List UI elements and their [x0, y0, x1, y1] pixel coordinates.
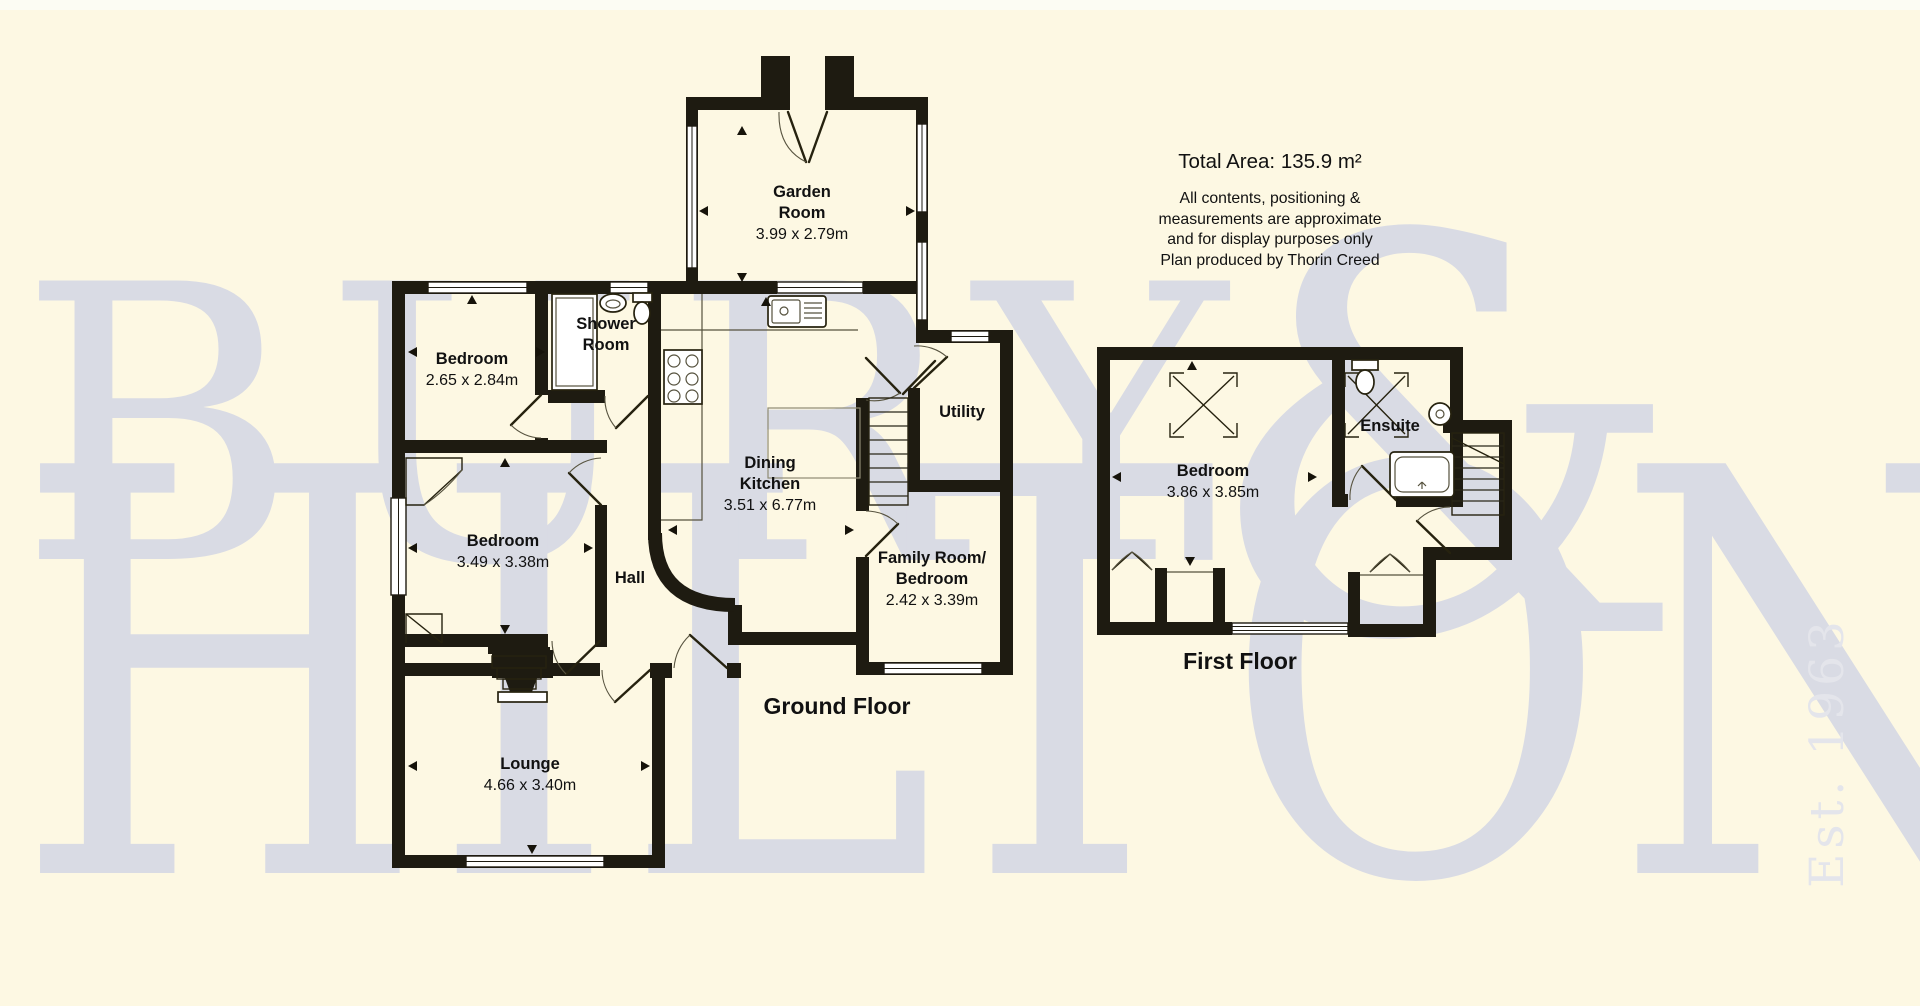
plan-info-block: Total Area: 135.9 m² All contents, posit…: [1050, 150, 1490, 271]
room-label-utility: Utility: [939, 403, 985, 421]
ensuite-basin: [1428, 402, 1452, 426]
total-area-text: Total Area: 135.9 m²: [1178, 150, 1362, 173]
disclaimer-line-4: Plan produced by Thorin Creed: [1160, 251, 1380, 269]
room-label-garden-room: Garden Room 3.99 x 2.79m: [755, 183, 849, 243]
ensuite-bath: [1389, 451, 1455, 498]
first-floor-caption: First Floor: [1183, 648, 1297, 674]
hall-curved-wall: [648, 532, 736, 612]
ground-floor-plan: [390, 56, 1013, 868]
disclaimer-line-3: and for display purposes only: [1167, 231, 1373, 248]
room-label-bedroom-2: Bedroom 3.49 x 3.38m: [456, 532, 550, 571]
kitchen-hob: [663, 349, 703, 405]
room-label-dining-kitchen: Dining Kitchen 3.51 x 6.77m: [723, 454, 817, 514]
room-label-bedroom-1: Bedroom 2.65 x 2.84m: [425, 350, 519, 389]
measure-arrows-first: [1112, 361, 1317, 566]
floorplan-page: BURY& HILTON Est. 1963: [0, 0, 1920, 960]
staircase-ground: [868, 397, 909, 506]
entrance-steps: [488, 647, 550, 690]
measure-arrows-ground: [408, 126, 915, 854]
first-floor-doors: [1111, 464, 1452, 573]
disclaimer-line-1: All contents, positioning &: [1179, 190, 1361, 207]
ground-floor-windows: [390, 123, 990, 868]
shower-room-basin: [599, 293, 627, 313]
disclaimer-line-2: measurements are approximate: [1158, 210, 1382, 228]
room-label-bedroom-first-floor: Bedroom 3.86 x 3.85m: [1166, 462, 1260, 501]
ensuite-toilet: [1351, 359, 1379, 395]
skylight-marker-bedroom: [1169, 372, 1238, 438]
shower-cubicle: [551, 293, 598, 391]
room-label-hall: Hall: [614, 569, 646, 587]
first-floor-plan: [1097, 347, 1512, 637]
first-floor-windows: [1231, 622, 1349, 635]
room-label-lounge: Lounge 4.66 x 3.40m: [483, 755, 577, 794]
kitchen-table: [767, 407, 861, 479]
fireplace: [492, 650, 553, 703]
ground-floor-caption: Ground Floor: [763, 693, 911, 719]
bedroom-wardrobes: [405, 457, 463, 644]
first-floor-walls: [1097, 347, 1512, 637]
room-label-ensuite: Ensuite: [1360, 417, 1420, 435]
ground-floor-doors: [509, 110, 949, 704]
floorplan-drawing: [390, 56, 1512, 868]
shower-room-toilet: [632, 292, 653, 325]
kitchen-sink: [767, 295, 827, 328]
room-label-family-room: Family Room/ Bedroom 2.42 x 3.39m: [877, 549, 987, 609]
room-label-shower-room: Shower Room: [576, 315, 636, 354]
page-margin: [0, 0, 1920, 10]
